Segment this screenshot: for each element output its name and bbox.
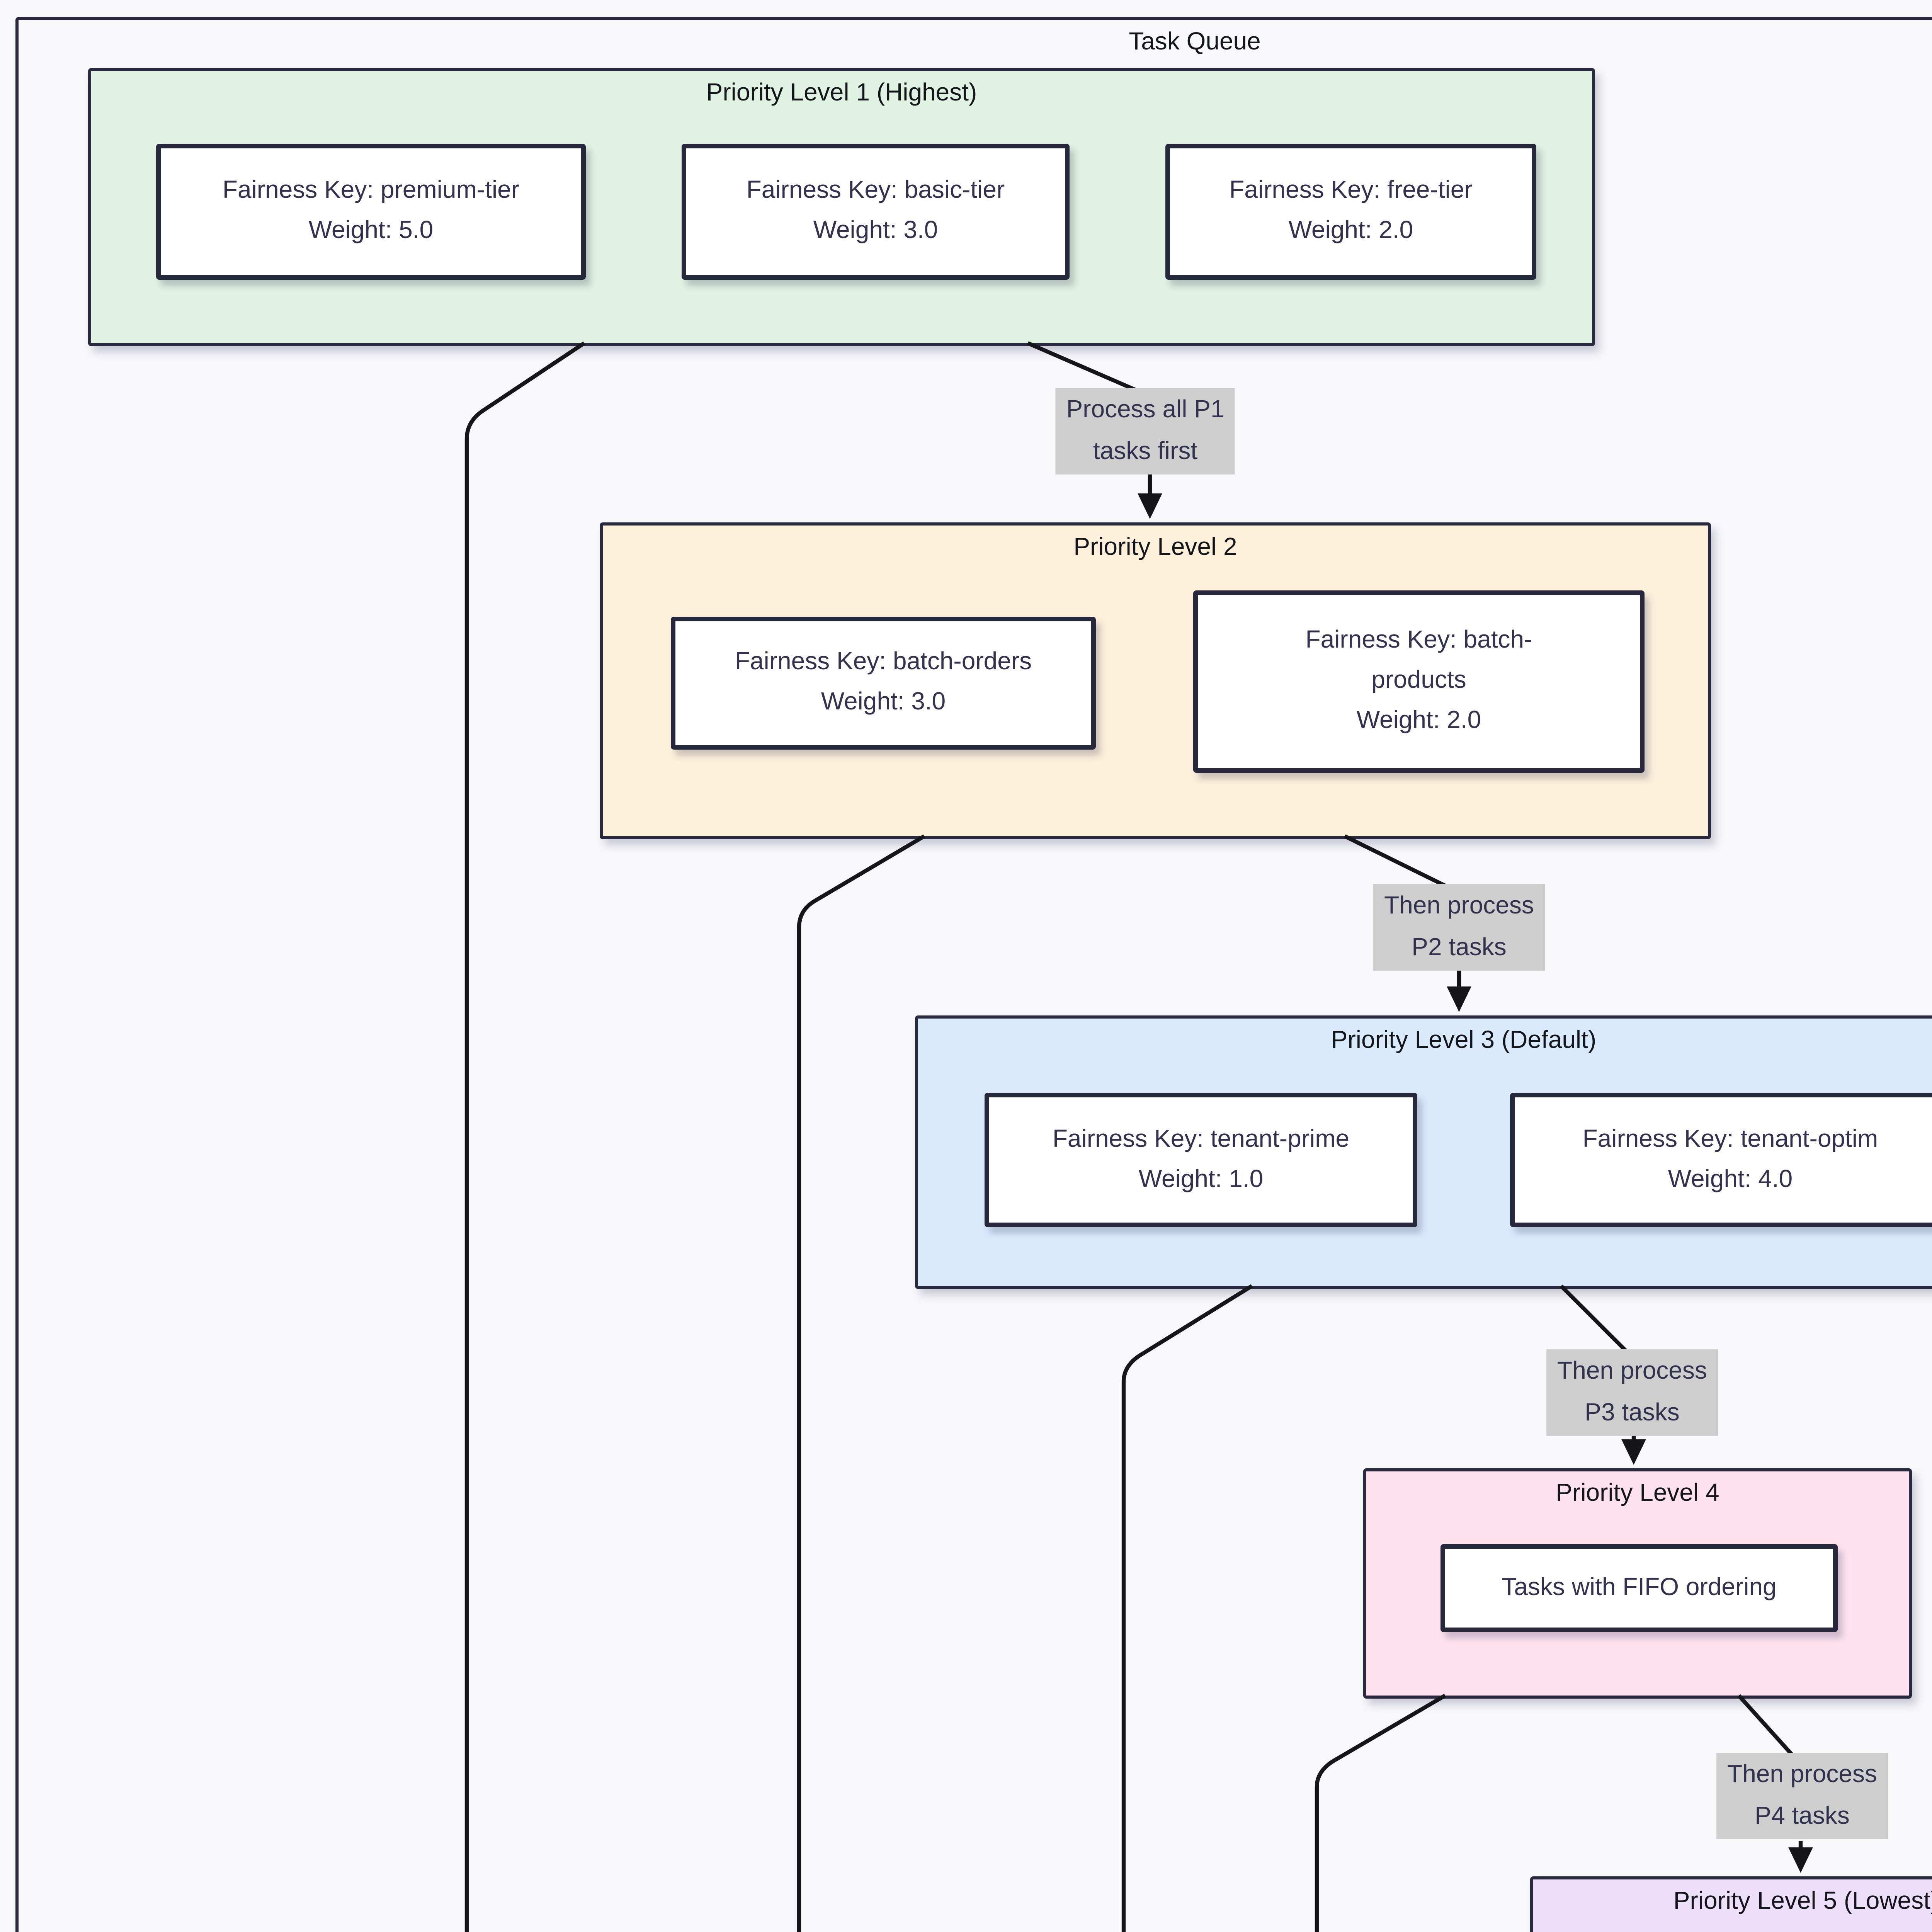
node-text-line: Tasks with FIFO ordering [1502,1574,1777,1600]
node-text-line: Weight: 5.0 [308,218,434,244]
node-text-line: Fairness Key: premium-tier [222,178,520,204]
node-batch-orders: Fairness Key: batch-orders Weight: 3.0 [671,617,1096,750]
node-fifo-p4: Tasks with FIFO ordering [1440,1544,1838,1632]
edge-label-line: tasks first [1093,439,1198,465]
cluster-priority-level-4: Priority Level 4 Tasks with FIFO orderin… [1363,1468,1912,1699]
node-text-line: Weight: 1.0 [1138,1166,1264,1192]
node-tenant-optim: Fairness Key: tenant-optim Weight: 4.0 [1510,1093,1932,1227]
edge-label-process-p4: Then process P4 tasks [1716,1753,1888,1839]
cluster-priority-level-5-title: Priority Level 5 (Lowest) [1673,1889,1932,1915]
node-free-tier: Fairness Key: free-tier Weight: 2.0 [1165,144,1536,280]
edge-label-line: Then process [1384,893,1534,920]
node-text-line: Fairness Key: batch- [1305,628,1532,654]
edge-label-line: P2 tasks [1412,935,1507,961]
node-text-line: Fairness Key: basic-tier [746,178,1005,204]
node-text-line: Weight: 4.0 [1668,1166,1793,1192]
edge-label-line: P3 tasks [1585,1400,1680,1427]
edge-label-line: Process all P1 [1066,397,1225,423]
edge-label-line: Then process [1727,1762,1877,1788]
node-premium-tier: Fairness Key: premium-tier Weight: 5.0 [156,144,586,280]
node-text-line: products [1371,668,1466,694]
node-text-line: Weight: 3.0 [821,689,946,716]
edge-label-process-p1: Process all P1 tasks first [1055,388,1235,474]
cluster-priority-level-5: Priority Level 5 (Lowest) Tasks with FIF… [1530,1876,1932,1932]
cluster-priority-level-3: Priority Level 3 (Default) Fairness Key:… [915,1015,1932,1289]
cluster-priority-level-2: Priority Level 2 Fairness Key: batch-ord… [600,522,1711,839]
node-text-line: Fairness Key: batch-orders [735,649,1032,675]
edge-label-process-p2: Then process P2 tasks [1373,884,1545,971]
node-tenant-prime: Fairness Key: tenant-prime Weight: 1.0 [985,1093,1417,1227]
node-text-line: Weight: 3.0 [813,218,938,244]
node-text-line: Weight: 2.0 [1288,218,1413,244]
node-text-line: Fairness Key: free-tier [1229,178,1473,204]
cluster-priority-level-1: Priority Level 1 (Highest) Fairness Key:… [88,68,1595,346]
cluster-priority-level-4-title: Priority Level 4 [1556,1481,1719,1507]
cluster-priority-level-2-title: Priority Level 2 [1073,535,1237,561]
cluster-priority-level-3-title: Priority Level 3 (Default) [1331,1028,1597,1054]
node-text-line: Fairness Key: tenant-optim [1582,1126,1878,1152]
cluster-task-queue-title: Task Queue [1129,29,1261,56]
node-basic-tier: Fairness Key: basic-tier Weight: 3.0 [682,144,1070,280]
node-text-line: Fairness Key: tenant-prime [1052,1126,1350,1152]
edge-label-process-p3: Then process P3 tasks [1546,1349,1718,1436]
cluster-task-queue: Task Queue Priority Level 1 (Highest) Fa… [15,17,1932,1932]
edge-label-line: P4 tasks [1755,1804,1850,1830]
node-batch-products: Fairness Key: batch- products Weight: 2.… [1193,590,1645,773]
cluster-priority-level-1-title: Priority Level 1 (Highest) [706,80,977,107]
edge-label-line: Then process [1557,1359,1707,1385]
node-text-line: Weight: 2.0 [1356,708,1481,734]
